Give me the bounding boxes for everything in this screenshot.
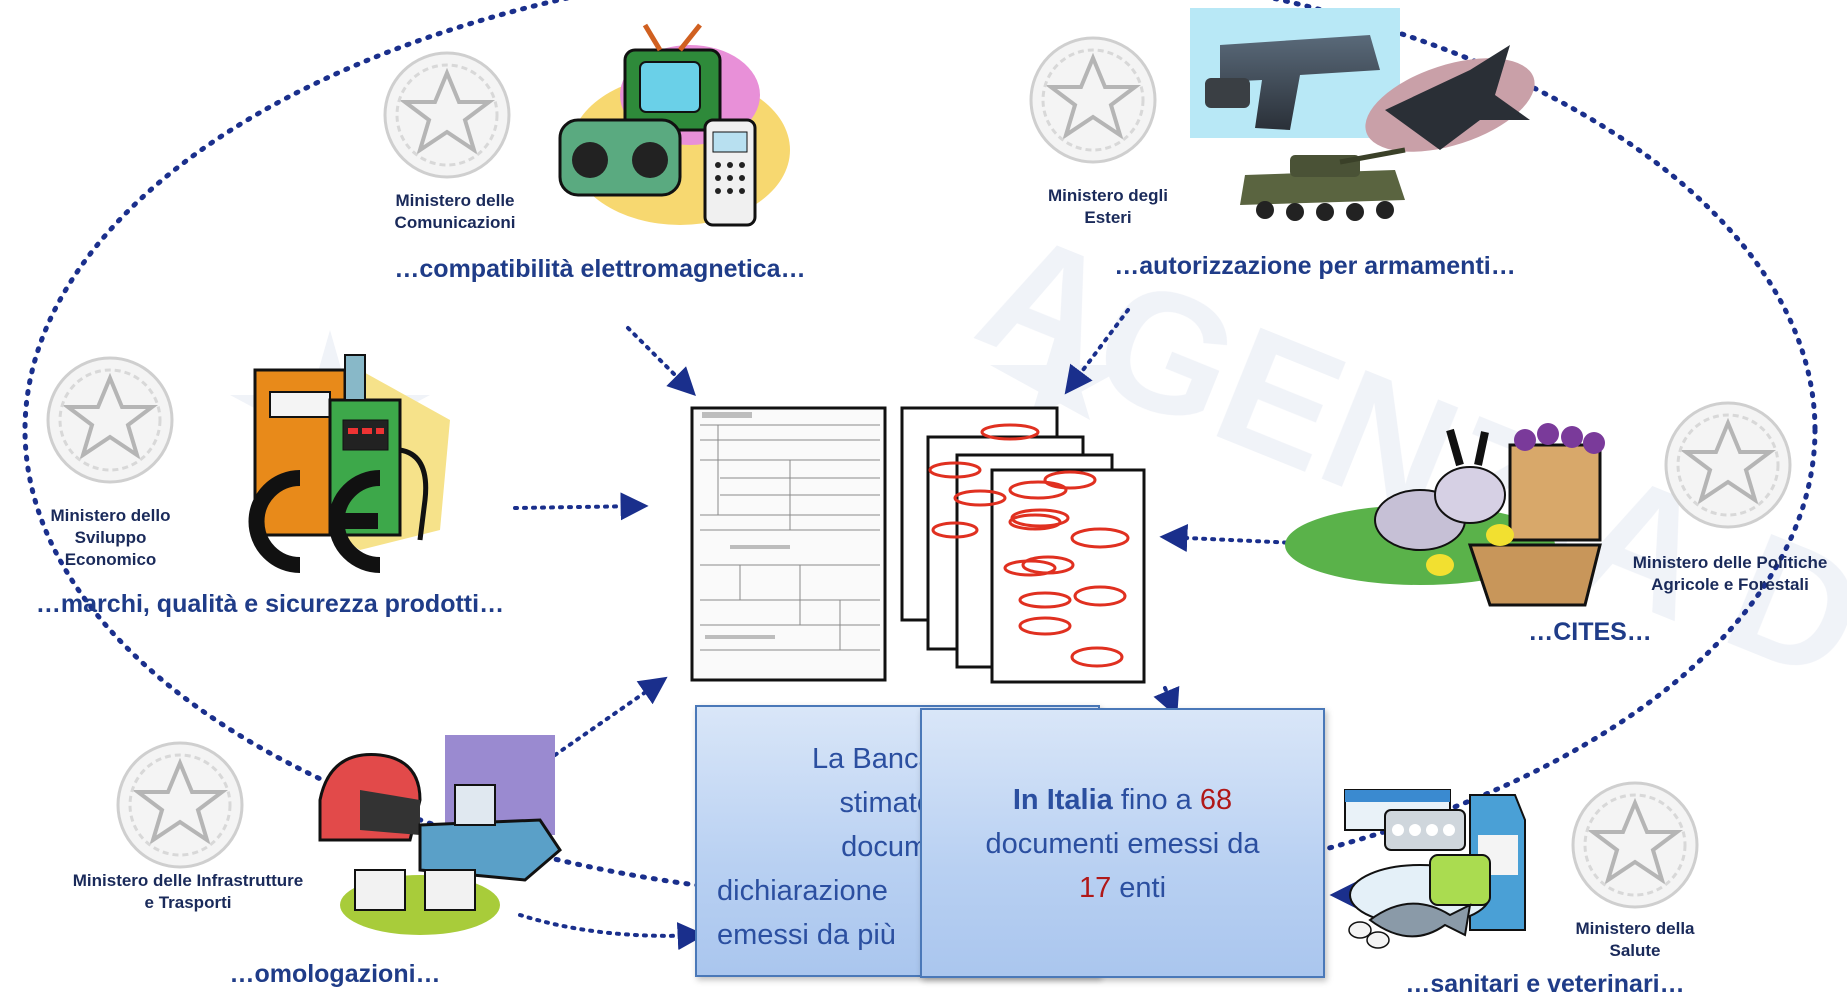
emblem-agricole [1664, 401, 1792, 529]
entities-label: enti [1111, 872, 1167, 904]
italy-line-1: In Italia fino a 68 [922, 778, 1323, 822]
arrow-emc [626, 326, 696, 396]
arrow-homolog-box [518, 913, 706, 951]
emblem-sviluppo [46, 356, 174, 484]
weapons-photo [1190, 8, 1535, 221]
ministry-label-salute: Ministero della Salute [1575, 919, 1695, 960]
emblem-esteri [1029, 36, 1157, 164]
caption-health: …sanitari e veterinari… [1405, 970, 1685, 998]
italy-line-3: 17 enti [922, 866, 1323, 910]
health-clipart [1344, 789, 1526, 949]
italy-bold: In Italia [1012, 784, 1113, 816]
homologation-clipart [318, 735, 562, 935]
arrow-arms [1064, 308, 1130, 395]
docs-count: 68 [1199, 784, 1233, 816]
arrow-homolog [553, 676, 668, 757]
emblem-comunicazioni [383, 51, 511, 179]
italy-box: In Italia fino a 68 documenti emessi da … [920, 708, 1325, 978]
arrow-ce [513, 492, 649, 521]
emblem-infrastrutture [116, 741, 244, 869]
cites-clipart [1285, 423, 1605, 607]
world-bank-line-5: emessi da più [717, 919, 896, 951]
caption-cites: …CITES… [1528, 618, 1652, 646]
ministry-label-infrastrutture: Ministero delle Infrastrutture e Traspor… [72, 871, 304, 912]
italy-line-2: documenti emessi da [985, 828, 1260, 860]
caption-homolog: …omologazioni… [229, 960, 441, 988]
ministry-label-agricole: Ministero delle Politiche Agricole e For… [1632, 553, 1828, 594]
caption-emc: …compatibilità elettromagnetica… [394, 255, 806, 283]
entities-count: 17 [1078, 872, 1112, 904]
world-bank-line-4: dichiarazione [717, 875, 888, 907]
customs-form [690, 406, 887, 682]
document-stack [900, 406, 1146, 684]
caption-ce: …marchi, qualità e sicurezza prodotti… [35, 590, 505, 618]
fuel-pump-clipart [248, 354, 450, 573]
ministry-label-comunicazioni: Ministero delle Comunicazioni [394, 191, 516, 232]
italy-mid: fino a [1112, 784, 1200, 816]
ministry-label-sviluppo: Ministero dello Sviluppo Economico [50, 506, 171, 569]
emblem-salute [1571, 781, 1699, 909]
electronics-clipart [558, 23, 790, 227]
ministry-label-esteri: Ministero degli Esteri [1048, 186, 1168, 227]
caption-arms: …autorizzazione per armamenti… [1114, 252, 1516, 280]
